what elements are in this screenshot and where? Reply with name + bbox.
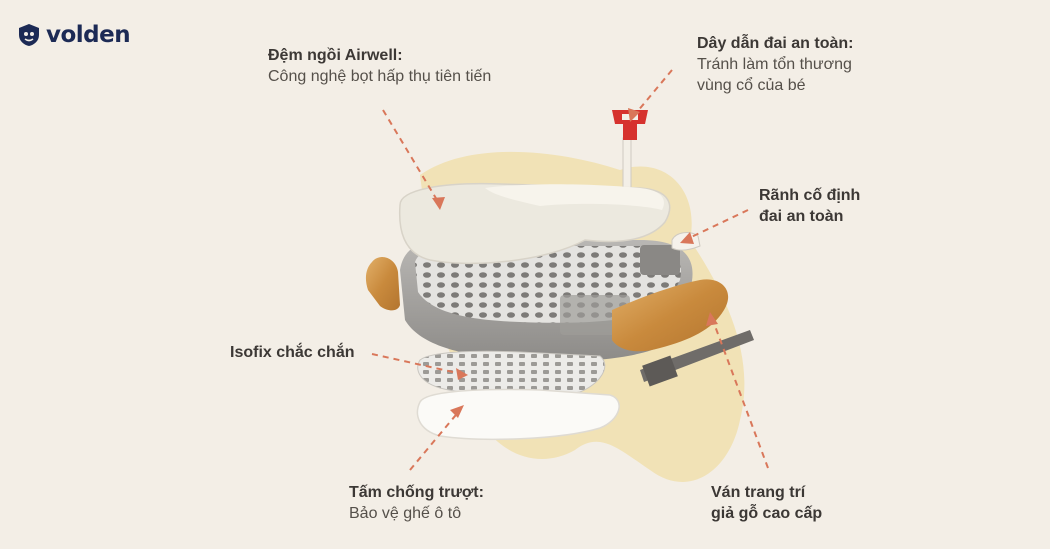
callout-belt-guide-desc-2: vùng cổ của bé xyxy=(697,76,853,97)
callout-isofix-title: Isofix chắc chắn xyxy=(230,343,355,364)
callout-anti-slip-desc: Bảo vệ ghế ô tô xyxy=(349,504,484,525)
callout-belt-groove: Rãnh cố định đai an toàn xyxy=(759,186,860,228)
callout-wood-trim: Ván trang trí giả gỗ cao cấp xyxy=(711,483,822,525)
callout-cushion: Đệm ngồi Airwell: Công nghệ bọt hấp thụ … xyxy=(268,46,491,88)
callout-belt-guide-title: Dây dẫn đai an toàn: xyxy=(697,34,853,55)
callout-belt-guide-desc-1: Tránh làm tổn thương xyxy=(697,55,853,76)
brand-name: volden xyxy=(46,22,130,48)
brand-logo[interactable]: volden xyxy=(18,22,130,48)
shield-logo-icon xyxy=(18,23,40,47)
left-wood-panel xyxy=(366,257,400,310)
callout-belt-groove-title-2: đai an toàn xyxy=(759,207,860,228)
callout-belt-guide: Dây dẫn đai an toàn: Tránh làm tổn thươn… xyxy=(697,34,853,96)
callout-isofix: Isofix chắc chắn xyxy=(230,343,355,364)
callout-cushion-desc: Công nghệ bọt hấp thụ tiên tiến xyxy=(268,67,491,88)
callout-anti-slip-title: Tấm chống trượt: xyxy=(349,483,484,504)
callout-wood-trim-title-2: giả gỗ cao cấp xyxy=(711,504,822,525)
callout-belt-groove-title-1: Rãnh cố định xyxy=(759,186,860,207)
callout-cushion-title: Đệm ngồi Airwell: xyxy=(268,46,491,67)
callout-anti-slip: Tấm chống trượt: Bảo vệ ghế ô tô xyxy=(349,483,484,525)
callout-wood-trim-title-1: Ván trang trí xyxy=(711,483,822,504)
